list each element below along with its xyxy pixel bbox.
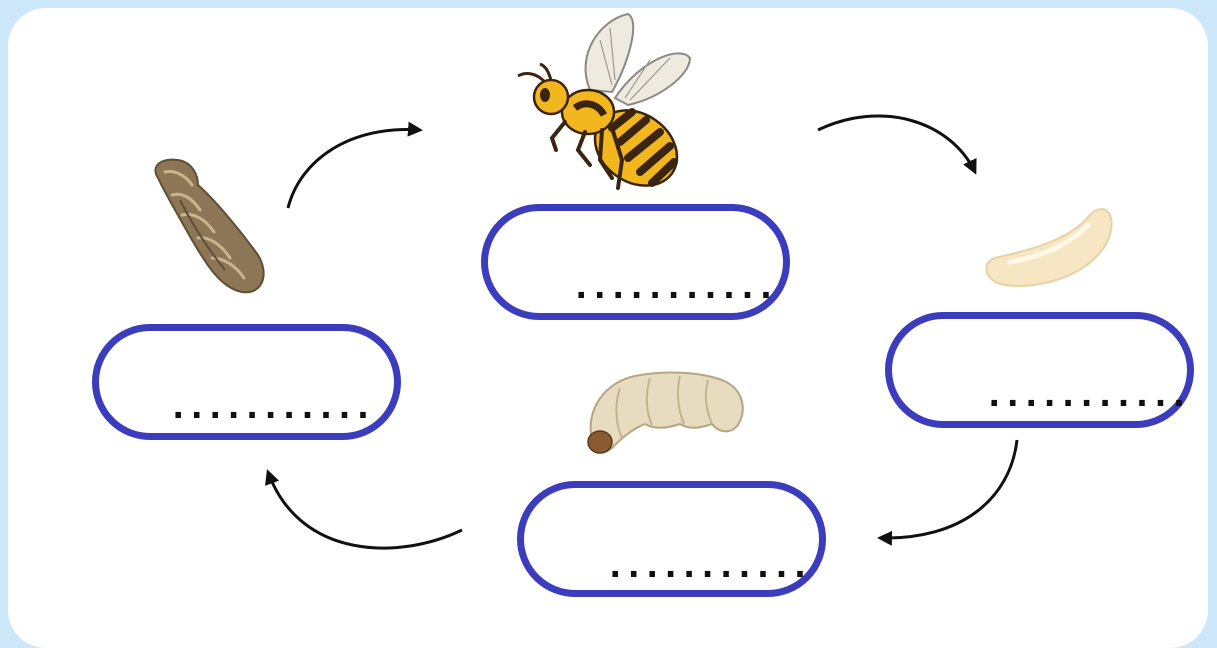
arrow-adult-to-egg — [817, 114, 977, 175]
lifecycle-illustrations — [154, 12, 1113, 550]
pupa-icon — [154, 158, 265, 294]
answer-box-larva[interactable] — [517, 481, 826, 597]
blank-adult: ........... — [571, 267, 776, 307]
answer-box-pupa[interactable] — [92, 324, 401, 440]
answer-box-egg[interactable] — [885, 312, 1194, 428]
larva-icon — [587, 371, 744, 454]
blank-egg: ........... — [984, 375, 1189, 415]
answer-box-adult[interactable] — [481, 204, 790, 320]
blank-pupa: ........... — [168, 387, 373, 427]
arrow-egg-to-larva — [877, 439, 1019, 546]
arrow-larva-to-pupa — [265, 469, 463, 550]
adult-bee-icon — [517, 12, 692, 190]
blank-larva: ........... — [605, 546, 810, 586]
egg-icon — [985, 208, 1113, 287]
arrow-pupa-to-adult — [286, 121, 423, 209]
